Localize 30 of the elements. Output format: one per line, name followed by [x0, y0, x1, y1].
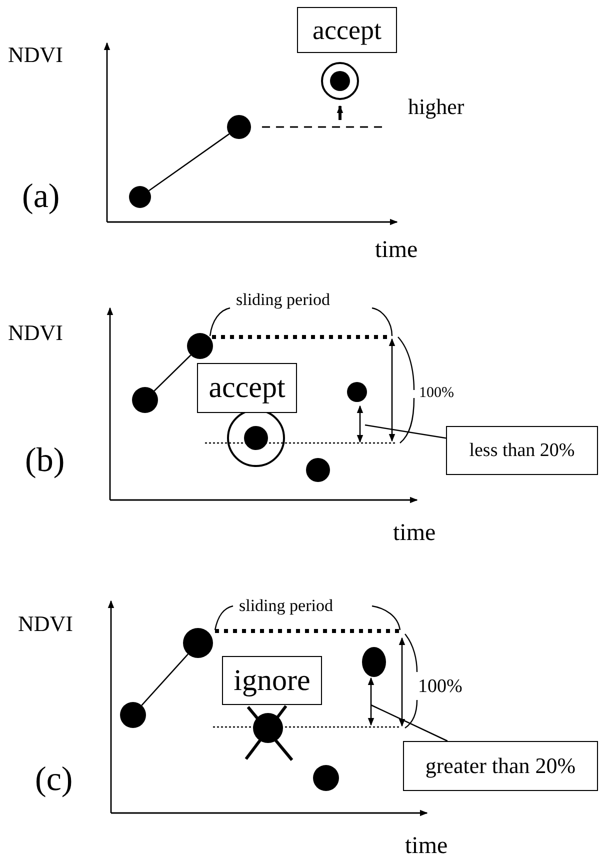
- data-point: [183, 628, 213, 658]
- axis-label: time: [375, 238, 418, 262]
- leader-line: [364, 424, 446, 439]
- data-point: [132, 387, 158, 413]
- annotation-text: higher: [408, 96, 464, 118]
- label-box: less than 20%: [446, 426, 598, 475]
- axis-label: NDVI: [18, 613, 73, 635]
- connector-line: [148, 133, 230, 192]
- data-point: [120, 702, 146, 728]
- axis-label: time: [405, 834, 448, 858]
- panel-label: (a): [22, 180, 60, 214]
- axis-label: NDVI: [8, 322, 63, 344]
- label-box: accept: [197, 363, 297, 413]
- axis-label: NDVI: [8, 44, 63, 66]
- axis-label: time: [393, 521, 436, 545]
- connector-line: [154, 354, 192, 392]
- panel-label: (b): [25, 444, 65, 478]
- data-point: [187, 333, 213, 359]
- data-point: [227, 115, 251, 139]
- annotation-text: 100%: [419, 386, 454, 401]
- leader-line: [370, 704, 448, 742]
- panel-label: (c): [35, 763, 73, 797]
- label-box: greater than 20%: [403, 741, 598, 791]
- label-box: ignore: [222, 656, 322, 705]
- label-box: accept: [297, 7, 397, 53]
- data-point: [129, 186, 151, 208]
- connector-line: [141, 654, 188, 706]
- annotation-text: sliding period: [239, 597, 333, 614]
- annotation-text: 100%: [418, 677, 462, 696]
- annotation-text: sliding period: [236, 291, 330, 308]
